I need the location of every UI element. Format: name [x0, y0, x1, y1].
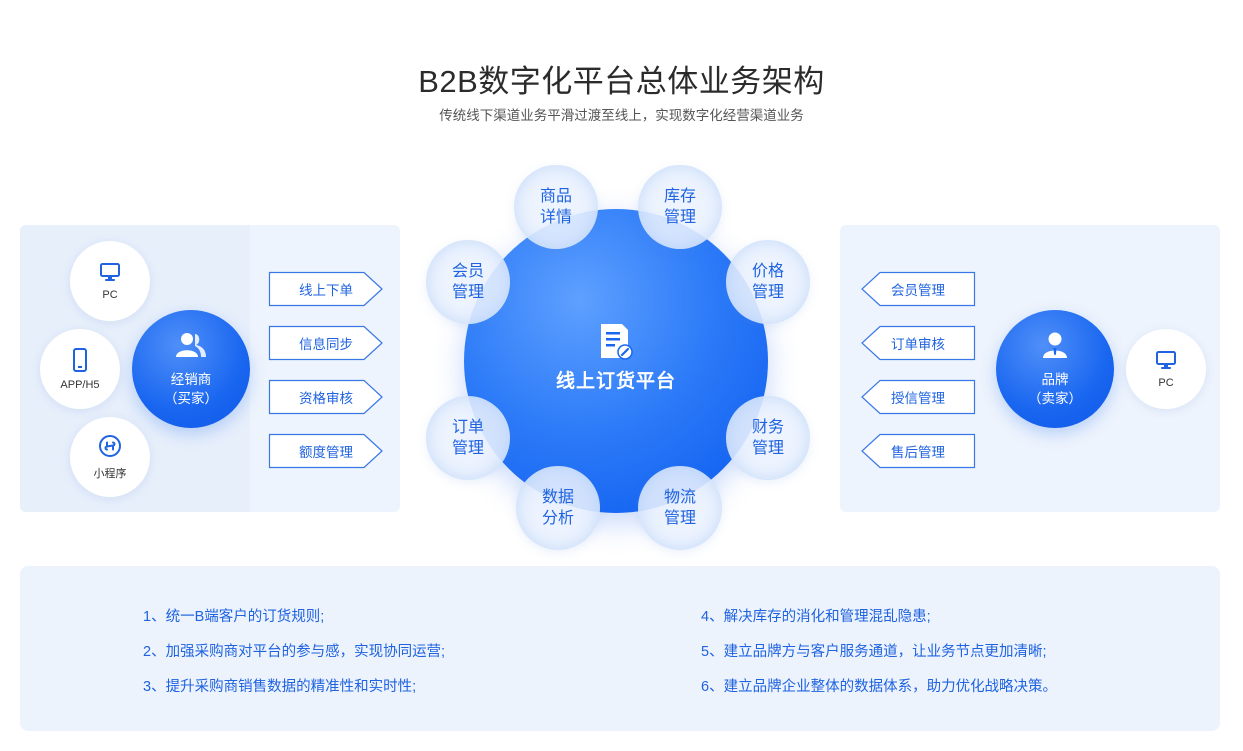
seller-role-type: （卖家）	[1028, 390, 1082, 406]
channel-mini-program: 小程序	[70, 417, 150, 497]
benefit-item: 2、加强采购商对平台的参与感，实现协同运营;	[143, 644, 446, 660]
buyer-function-tag: 信息同步	[268, 325, 384, 361]
seller-function-tag: 授信管理	[860, 379, 976, 415]
module-member: 会员 管理	[426, 240, 510, 324]
buyer-role-name: 经销商	[170, 371, 212, 387]
buyer-function-tag: 资格审核	[268, 379, 384, 415]
seller-channel-pc-label: PC	[1158, 376, 1174, 389]
benefit-item: 1、统一B端客户的订货规则;	[143, 609, 325, 625]
phone-icon	[72, 347, 88, 375]
monitor-icon	[1155, 350, 1177, 373]
seller-role: 品牌 （卖家）	[996, 310, 1114, 428]
buyer-function-tag: 额度管理	[268, 433, 384, 469]
order-document-icon	[598, 322, 634, 365]
module-inventory: 库存 管理	[638, 165, 722, 249]
channel-pc-label: PC	[102, 288, 118, 301]
channel-app: APP/H5	[40, 329, 120, 409]
channel-mini-program-label: 小程序	[93, 467, 127, 480]
benefits-panel	[20, 566, 1220, 731]
seller-function-tag: 会员管理	[860, 271, 976, 307]
benefit-item: 4、解决库存的消化和管理混乱隐患;	[701, 609, 931, 625]
hub-label: 线上订货平台	[555, 371, 676, 392]
order-platform-hub	[464, 209, 768, 513]
benefit-item: 3、提升采购商销售数据的精准性和实时性;	[143, 679, 417, 695]
users-icon	[174, 331, 208, 364]
module-product-details: 商品 详情	[514, 165, 598, 249]
benefit-item: 6、建立品牌企业整体的数据体系，助力优化战略决策。	[701, 679, 1058, 695]
module-orders: 订单 管理	[426, 396, 510, 480]
channel-pc: PC	[70, 241, 150, 321]
mini-program-icon	[98, 434, 122, 461]
seller-role-name: 品牌	[1041, 371, 1069, 387]
page-title: B2B数字化平台总体业务架构	[418, 64, 825, 99]
module-analytics: 数据 分析	[516, 466, 600, 550]
module-pricing: 价格 管理	[726, 240, 810, 324]
benefit-item: 5、建立品牌方与客户服务通道，让业务节点更加清晰;	[701, 644, 1047, 660]
buyer-role-type: （买家）	[164, 390, 218, 406]
monitor-icon	[99, 262, 121, 285]
channel-app-label: APP/H5	[60, 378, 100, 391]
seller-channel-pc: PC	[1126, 329, 1206, 409]
seller-function-tag: 订单审核	[860, 325, 976, 361]
page-subtitle: 传统线下渠道业务平滑过渡至线上，实现数字化经营渠道业务	[439, 108, 804, 123]
seller-function-tag: 售后管理	[860, 433, 976, 469]
buyer-role: 经销商 （买家）	[132, 310, 250, 428]
module-finance: 财务 管理	[726, 396, 810, 480]
buyer-function-tag: 线上下单	[268, 271, 384, 307]
person-icon	[1041, 331, 1069, 364]
module-logistics: 物流 管理	[638, 466, 722, 550]
